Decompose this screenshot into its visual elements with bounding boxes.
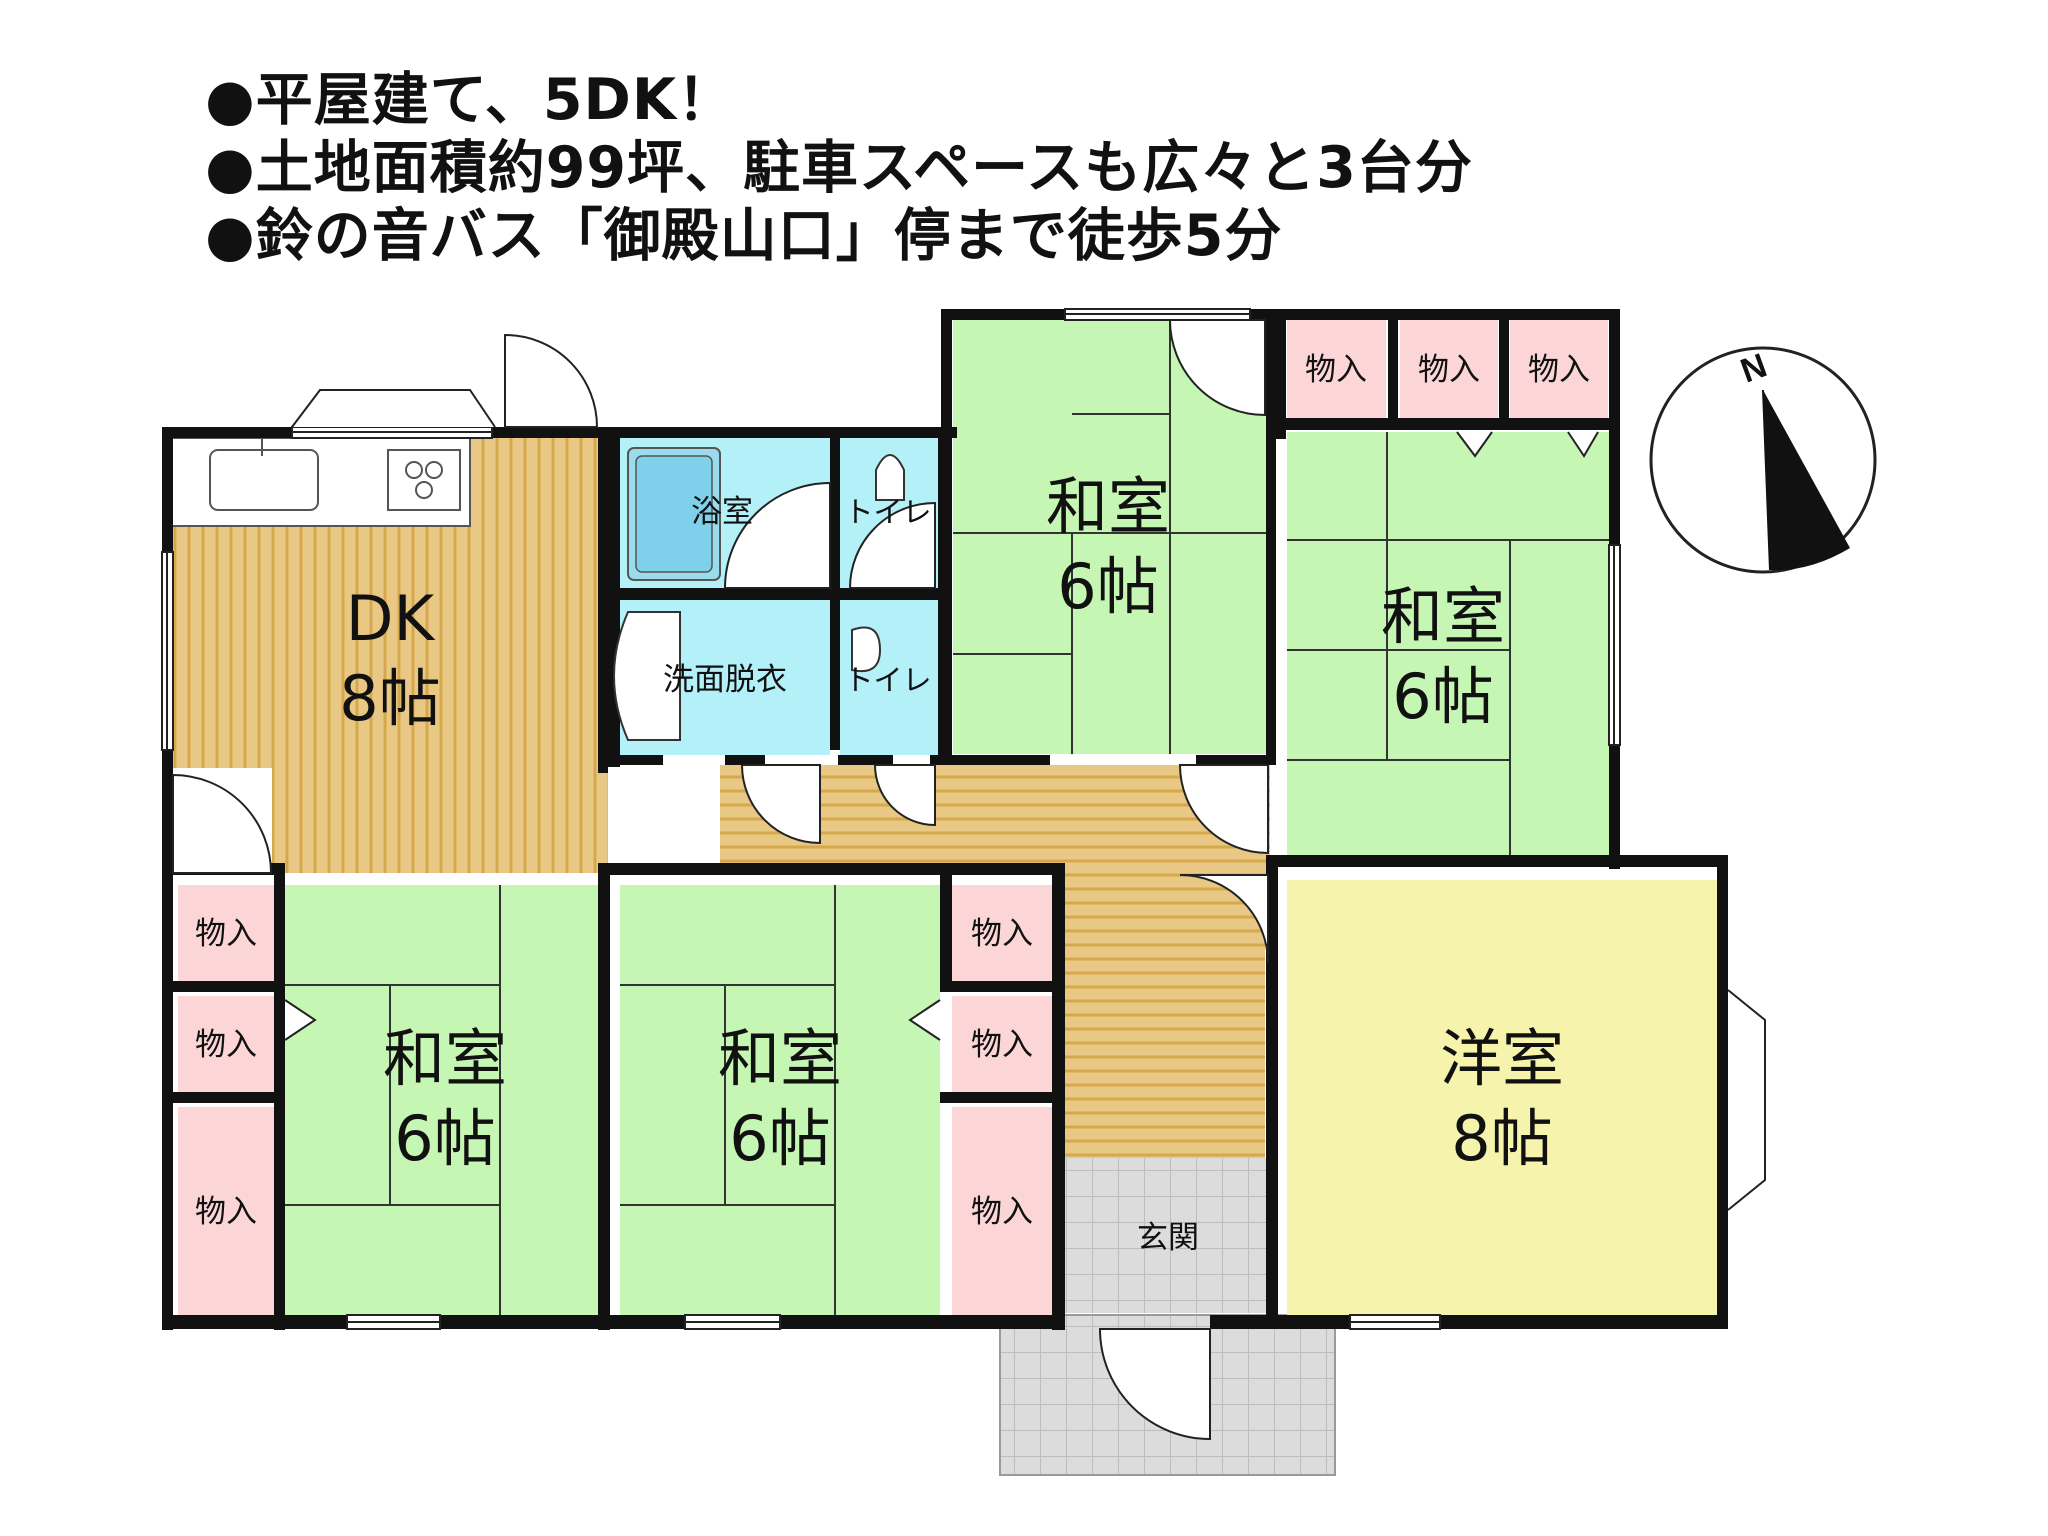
kitchen-stove (387, 449, 461, 511)
storage-label: 物入 (195, 1027, 257, 1063)
washitsu-left-floor (285, 885, 608, 1315)
tatami-lines (285, 318, 1609, 1315)
storage-mid-1 (952, 885, 1052, 981)
storage-left-2 (178, 996, 274, 1092)
youshitsu-name: 洋室 (1440, 1022, 1564, 1095)
storage-label: 物入 (971, 1027, 1033, 1063)
kitchen-sink (209, 449, 319, 511)
washitsu-mid-name: 和室 (718, 1022, 842, 1095)
hallway-white-left (620, 765, 720, 865)
doors (172, 319, 1599, 1441)
storage-top-2 (1400, 320, 1498, 418)
storage-mid-2 (952, 996, 1052, 1092)
toilet-fixtures (613, 454, 905, 741)
storage-label: 物入 (195, 916, 257, 952)
washitsu-right-name: 和室 (1381, 580, 1505, 653)
washitsu-top-name: 和室 (1046, 470, 1170, 543)
storage-label: 物入 (1528, 352, 1590, 388)
highlight-3: ●鈴の音バス「御殿山口」停まで徒歩5分 (205, 203, 1283, 269)
storage-label: 物入 (195, 1194, 257, 1230)
storage-label: 物入 (971, 916, 1033, 952)
toilet2-floor (840, 600, 940, 755)
highlight-2: ●土地面積約99坪、駐車スペースも広々と3台分 (205, 135, 1473, 201)
storage-label: 物入 (1305, 352, 1367, 388)
washroom-name: 洗面脱衣 (663, 662, 787, 698)
storage-left-1 (178, 885, 274, 981)
highlight-1: ●平屋建て、5DK！ (205, 67, 736, 133)
storage-label: 物入 (971, 1194, 1033, 1230)
washitsu-mid-size: 6帖 (729, 1102, 830, 1175)
storage-top-1 (1287, 320, 1386, 418)
compass: N (1649, 346, 1877, 574)
bath-name: 浴室 (691, 494, 753, 530)
storage-left-3 (178, 1107, 274, 1315)
dk-name: DK (346, 582, 436, 655)
washitsu-mid-floor (620, 885, 940, 1315)
washitsu-top-size: 6帖 (1057, 550, 1158, 623)
storage-top-3 (1510, 320, 1608, 418)
washitsu-right-size: 6帖 (1392, 660, 1493, 733)
storage-label: 物入 (1418, 352, 1480, 388)
property-highlights: ●平屋建て、5DK！ ●土地面積約99坪、駐車スペースも広々と3台分 ●鈴の音バ… (205, 66, 1473, 270)
washitsu-left-name: 和室 (383, 1022, 507, 1095)
compass-needle-icon (1763, 390, 1850, 571)
bathtub-inner (635, 455, 713, 573)
genkan-floor (1065, 1158, 1270, 1313)
windows (161, 308, 1766, 1330)
storage-mid-3 (952, 1107, 1052, 1315)
youshitsu-floor (1287, 880, 1717, 1315)
washitsu-left-size: 6帖 (394, 1102, 495, 1175)
genkan-name: 玄関 (1137, 1220, 1199, 1256)
youshitsu-size: 8帖 (1451, 1102, 1552, 1175)
toilet1-name: トイレ (844, 495, 931, 529)
toilet2-name: トイレ (844, 663, 931, 697)
dk-size: 8帖 (339, 662, 440, 735)
